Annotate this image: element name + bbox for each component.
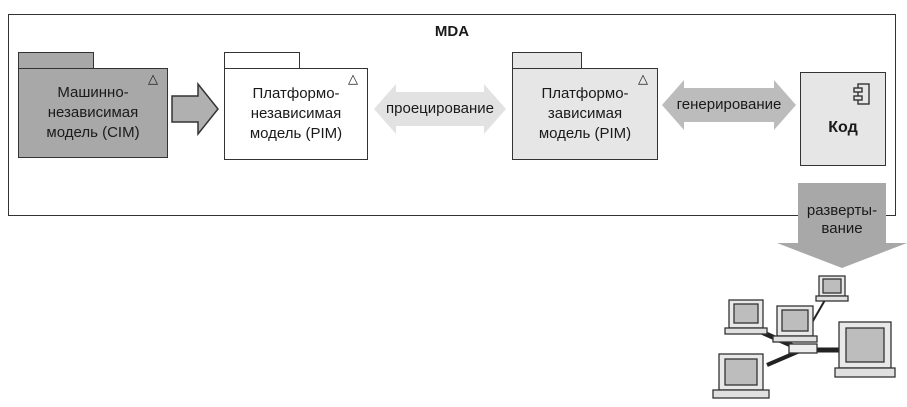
package-label: Платформо- независимая модель (PIM) <box>249 85 343 142</box>
component-label: Код <box>828 119 858 136</box>
networked-computers-icon <box>712 275 896 399</box>
package-marker-icon: △ <box>638 71 648 86</box>
generation-arrow <box>662 80 796 130</box>
package-tab <box>18 52 94 68</box>
package-label: Платформо- зависимая модель (PIM) <box>538 85 632 142</box>
package-body: Платформо- независимая модель (PIM) <box>224 68 368 160</box>
package-marker-icon: △ <box>348 71 358 86</box>
transform-arrow <box>171 81 219 137</box>
frame-title: MDA <box>434 23 470 40</box>
package-tab <box>512 52 582 68</box>
package-body: Машинно- независимая модель (CIM) <box>18 68 168 158</box>
package-label: Машинно- независимая модель (CIM) <box>46 84 140 141</box>
package-marker-icon: △ <box>148 71 158 86</box>
projection-label: проецирование <box>386 100 494 117</box>
deployment-label: разверты- вание <box>806 202 878 237</box>
package-tab <box>224 52 300 68</box>
component-icon <box>853 83 870 105</box>
package-body: Платформо- зависимая модель (PIM) <box>512 68 658 160</box>
code-component: Код <box>800 72 886 166</box>
generation-label: генерирование <box>676 96 782 113</box>
projection-arrow <box>374 84 506 134</box>
deployment-arrow <box>777 183 907 268</box>
